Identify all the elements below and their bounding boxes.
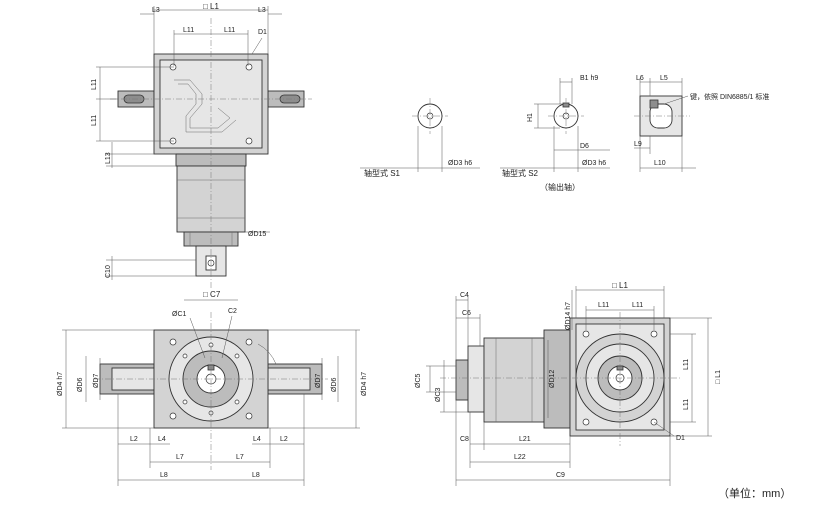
bottom-right-front-view [426, 286, 712, 486]
bottom-left-flange-view [62, 299, 360, 486]
label-L11-right: L11 [224, 27, 235, 34]
label-L11-front-right: L11 [632, 302, 643, 309]
label-L11-v2: L11 [91, 115, 98, 126]
label-C2: C2 [228, 308, 237, 315]
note-shaft-s2: 轴型式 S2 [502, 168, 539, 178]
shaft-s1-detail [360, 98, 480, 172]
label-L8-left: L8 [160, 472, 168, 479]
label-C3: ØC3 [435, 388, 442, 403]
label-H1: H1 [527, 113, 534, 122]
label-C7: □ C7 [203, 290, 221, 299]
label-L3-left: L3 [152, 7, 160, 14]
shaft-detail-labels: ØD3 h6 B1 h9 H1 D6 ØD3 h6 L6 L5 L9 L10 轴… [364, 75, 769, 192]
label-L1-front: □ L1 [612, 281, 629, 290]
label-D4-left: ØD4 h7 [57, 372, 64, 396]
label-L7-left: L7 [176, 454, 184, 461]
label-D12: ØD12 [549, 370, 556, 388]
unit-note: （单位：mm） [718, 486, 791, 500]
label-D3-s2: ØD3 h6 [582, 160, 606, 167]
label-L9: L9 [634, 141, 642, 148]
label-L22: L22 [514, 454, 526, 461]
label-L2-left: L2 [130, 436, 138, 443]
label-L11-front-left: L11 [598, 302, 609, 309]
label-C8: C8 [460, 436, 469, 443]
label-L11-front-v2: L11 [683, 399, 690, 410]
note-output-shaft: （输出轴） [540, 182, 580, 192]
label-D4-right: ØD4 h7 [361, 372, 368, 396]
label-L10: L10 [654, 160, 666, 167]
front-view-labels: □ L1 L11 L11 L11 L11 □ L1 ØD14 h7 ØD12 C… [415, 281, 722, 479]
label-D6-right: ØD6 [331, 378, 338, 393]
label-C9: C9 [556, 472, 565, 479]
label-C5: ØC5 [415, 374, 422, 389]
note-key-din: 键，依照 DIN6885/1 标准 [690, 92, 769, 101]
label-L11-v1: L11 [91, 79, 98, 90]
label-D7-right: ØD7 [315, 374, 322, 389]
label-C4: C4 [460, 292, 469, 299]
label-L4-left: L4 [158, 436, 166, 443]
label-L3-right: L3 [258, 7, 266, 14]
label-D1-top: D1 [258, 29, 267, 36]
top-view-labels: □ L1 L3 L3 L11 L11 D1 L11 L11 L13 ØD15 C… [91, 2, 267, 278]
label-C10: C10 [105, 265, 112, 278]
label-D14: ØD14 h7 [565, 302, 572, 330]
label-L1-front-v: □ L1 [715, 370, 722, 384]
label-L5: L5 [660, 75, 668, 82]
label-C1: ØC1 [172, 311, 187, 318]
label-L8-right: L8 [252, 472, 260, 479]
top-view-gearbox [96, 6, 312, 290]
label-B1: B1 h9 [580, 75, 598, 82]
note-shaft-s1: 轴型式 S1 [364, 168, 401, 178]
label-D3-s1: ØD3 h6 [448, 160, 472, 167]
label-D1-front: D1 [676, 435, 685, 442]
label-L11-front-v1: L11 [683, 359, 690, 370]
label-D6-s2: D6 [580, 143, 589, 150]
label-L1: □ L1 [203, 2, 220, 11]
label-C6: C6 [462, 310, 471, 317]
key-detail [634, 78, 696, 172]
label-L21: L21 [519, 436, 531, 443]
label-L6: L6 [636, 75, 644, 82]
label-D7-left: ØD7 [93, 374, 100, 389]
label-L2-right: L2 [280, 436, 288, 443]
label-L13: L13 [105, 152, 112, 164]
shaft-s2-detail [500, 78, 610, 172]
label-L11-left: L11 [183, 27, 194, 34]
label-D6-left: ØD6 [77, 378, 84, 393]
flange-view-labels: □ C7 ØC1 C2 ØD4 h7 ØD4 h7 ØD6 ØD7 ØD7 ØD… [57, 290, 368, 479]
label-D15: ØD15 [248, 231, 266, 238]
label-L4-right: L4 [253, 436, 261, 443]
label-L7-right: L7 [236, 454, 244, 461]
